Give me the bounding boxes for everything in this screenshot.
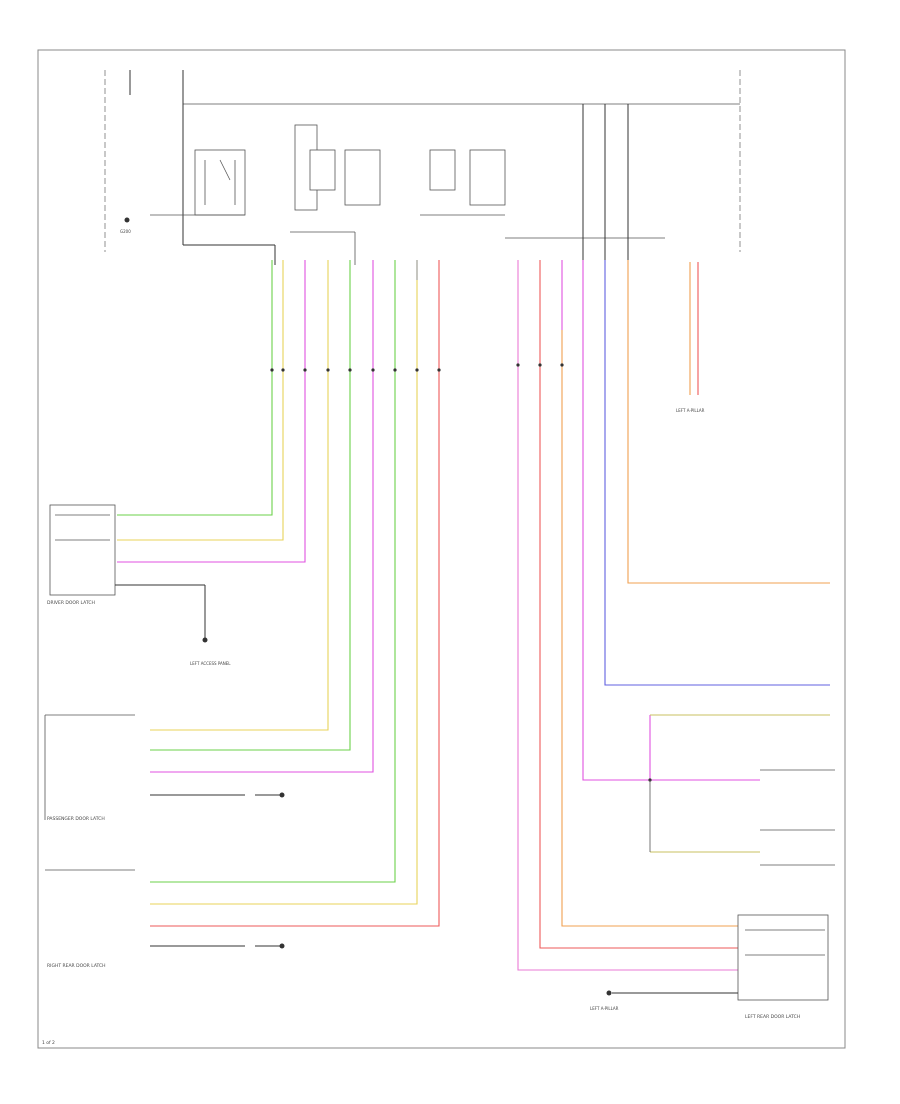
splice-dot-4 xyxy=(348,368,352,372)
wire-yellow-3 xyxy=(150,260,329,731)
footer-code: 1 of 2 xyxy=(42,1040,55,1046)
wire-magenta-5 xyxy=(150,260,374,773)
relay-cluster-3 xyxy=(420,149,506,216)
relay-cluster-2 xyxy=(290,124,381,265)
ground-symbol-top: G200 xyxy=(120,217,131,234)
splice-dot-3 xyxy=(326,368,330,372)
left-ground-label: LEFT ACCESS PANEL xyxy=(190,661,231,666)
ground-mark-label: G200 xyxy=(120,229,131,234)
splice-dot-0 xyxy=(270,368,274,372)
diagram-frame xyxy=(37,49,846,1049)
wire-green-4 xyxy=(150,260,351,751)
right-rear-door-latch-label: RIGHT REAR DOOR LATCH xyxy=(47,963,106,969)
wire-orange-16 xyxy=(627,260,830,584)
wire-yellow-7 xyxy=(150,260,418,905)
wire-red-11 xyxy=(539,260,738,949)
right-rear-door-latch-module: RIGHT REAR DOOR LATCH xyxy=(45,869,285,969)
splice-dot-5 xyxy=(371,368,375,372)
right-ground-label: LEFT A-PILLAR xyxy=(590,1006,619,1011)
splice-dot-9 xyxy=(516,363,520,367)
wire-magenta-2 xyxy=(117,260,306,563)
wire-magenta-14 xyxy=(582,260,760,781)
center-ground-label: LEFT A-PILLAR xyxy=(676,408,705,413)
splice-dot-2 xyxy=(303,368,307,372)
relay-cluster-1 xyxy=(150,149,246,216)
left-rear-door-latch-module: LEFT REAR DOOR LATCH LEFT A-PILLAR xyxy=(590,914,829,1020)
wire-green-6 xyxy=(150,260,396,883)
splice-dot-10 xyxy=(538,363,542,367)
passenger-door-latch-module: PASSENGER DOOR LATCH xyxy=(44,714,285,822)
wire-orange-13 xyxy=(561,330,738,927)
wire-pink-10 xyxy=(517,260,738,971)
wire-yellow-1 xyxy=(117,260,284,541)
splice-dot-7 xyxy=(415,368,419,372)
right-interface-boxes xyxy=(649,769,835,866)
wire-red-9 xyxy=(150,260,440,927)
driver-door-latch-label: DRIVER DOOR LATCH xyxy=(47,600,95,606)
wire-green-0 xyxy=(117,260,273,516)
splice-dot-6 xyxy=(393,368,397,372)
splice-dot-1 xyxy=(281,368,285,372)
wire-bundle xyxy=(117,260,830,971)
passenger-door-latch-label: PASSENGER DOOR LATCH xyxy=(47,816,105,822)
splice-dot-11 xyxy=(560,363,564,367)
right-splice-bus xyxy=(505,104,665,265)
driver-door-latch-module: DRIVER DOOR LATCH LEFT ACCESS PANEL xyxy=(47,504,231,666)
wire-blue-15 xyxy=(604,260,830,686)
stub-connector: LEFT A-PILLAR xyxy=(676,408,705,413)
fuse-feeds xyxy=(129,70,276,265)
left-rear-door-latch-label: LEFT REAR DOOR LATCH xyxy=(745,1014,800,1020)
splice-dot-8 xyxy=(437,368,441,372)
